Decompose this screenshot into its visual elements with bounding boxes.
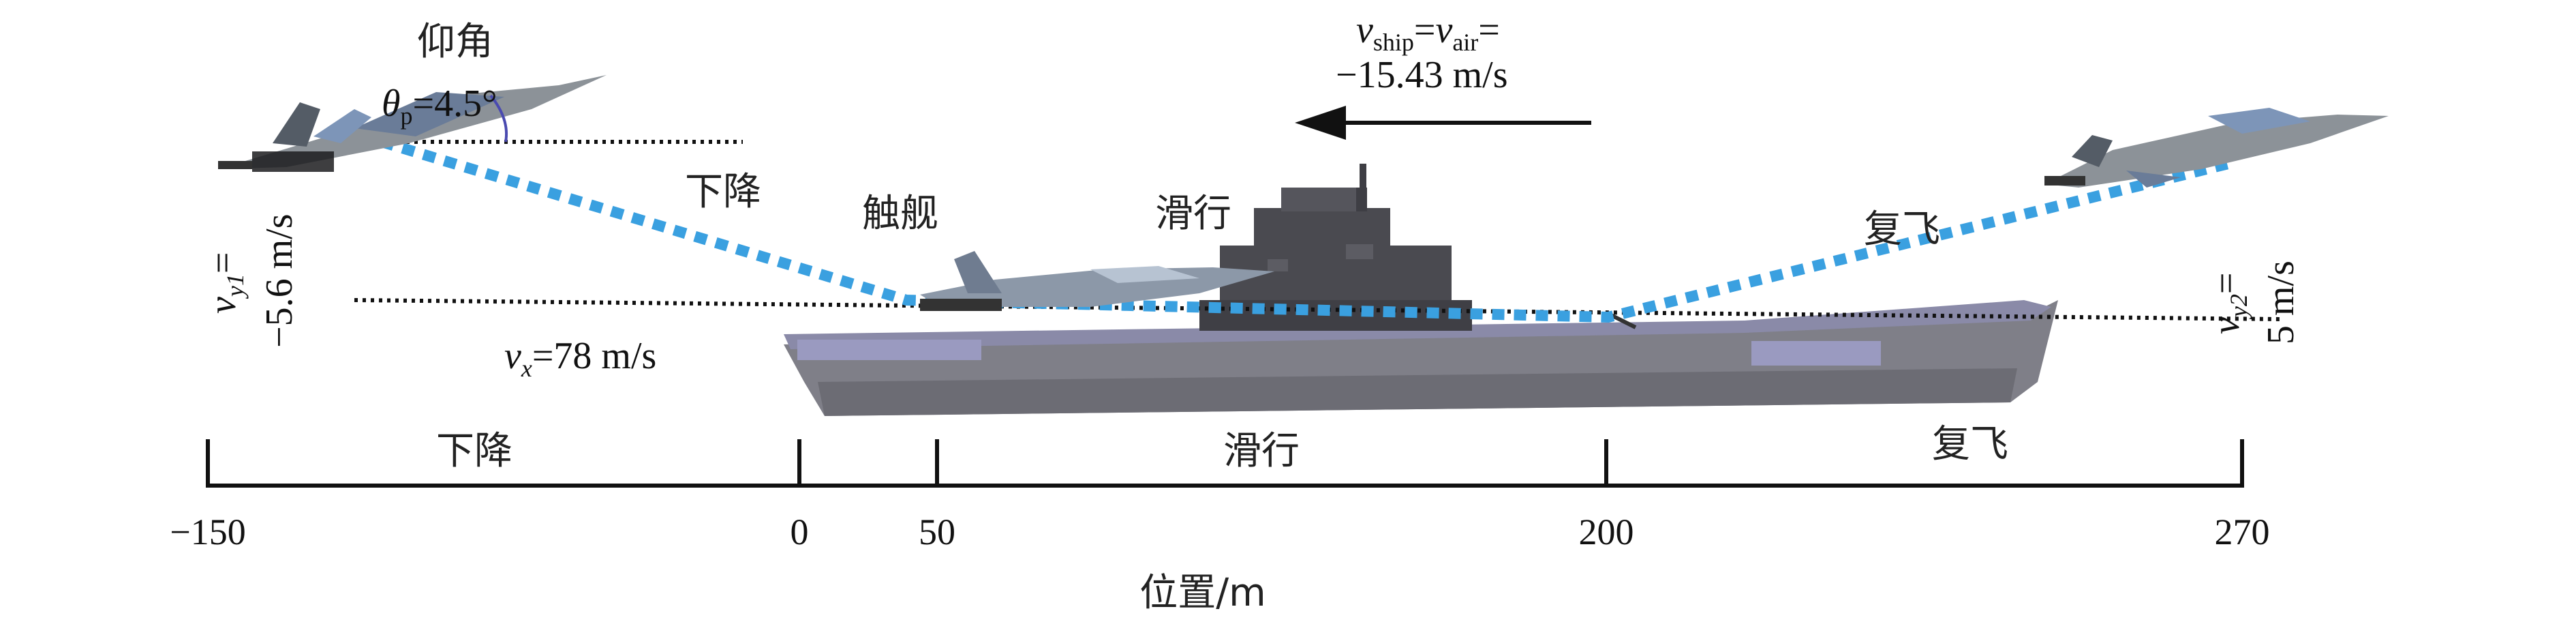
vy2-subscript: y2 xyxy=(2225,294,2252,319)
pitch-angle-label: θp=4.5° xyxy=(382,83,497,130)
vy2-value: 5 m/s xyxy=(2260,261,2302,344)
descent-velocity-value-label: −5.6 m/s xyxy=(258,214,301,349)
axis-segment-descent: 下降 xyxy=(436,429,512,473)
ship-v-symbol: v xyxy=(1356,9,1373,51)
svg-text:vy2=: vy2= xyxy=(2205,273,2252,334)
tick-label: 270 xyxy=(2215,512,2270,552)
ship-equals: = xyxy=(1414,9,1436,51)
tick-label: −150 xyxy=(170,512,245,552)
position-axis: 下降 滑行 复飞 −150 0 50 200 270 位置/m xyxy=(170,422,2269,615)
pitch-subscript: p xyxy=(401,102,413,130)
vx-subscript: x xyxy=(521,355,532,382)
svg-text:vy1=: vy1= xyxy=(202,252,249,314)
pitch-value: =4.5° xyxy=(413,83,497,125)
deck-panel-right xyxy=(1751,341,1881,366)
deck-reference-line xyxy=(354,298,2284,321)
vy1-equals: = xyxy=(202,252,244,274)
jet-touchdown xyxy=(920,251,1274,311)
vy2-equals: = xyxy=(2205,273,2248,295)
vy2-symbol: v xyxy=(2205,317,2248,334)
pitch-angle-title: 仰角 xyxy=(417,20,493,64)
horizontal-velocity-label: vx=78 m/s xyxy=(504,335,656,382)
ship-velocity-arrow xyxy=(1295,106,1591,140)
air-subscript: air xyxy=(1452,29,1478,56)
phase-label-taxi: 滑行 xyxy=(1155,192,1231,236)
ship-air-velocity-line1: vship=vair= xyxy=(1356,9,1500,56)
ship-subscript: ship xyxy=(1373,29,1414,56)
pitch-angle-arc xyxy=(489,94,508,143)
tick-label: 0 xyxy=(791,512,809,552)
axis-segment-go-around: 复飞 xyxy=(1932,422,2008,466)
tick-label: 50 xyxy=(919,512,955,552)
phase-label-go-around: 复飞 xyxy=(1864,207,1940,252)
air-v-symbol: v xyxy=(1435,9,1452,51)
carrier-hull-shade xyxy=(818,368,2017,416)
jet-descending xyxy=(218,75,607,172)
climb-velocity-value-label: 5 m/s xyxy=(2260,261,2302,344)
axis-segment-taxi: 滑行 xyxy=(1223,429,1300,473)
vx-symbol: v xyxy=(504,335,521,377)
phase-label-descent: 下降 xyxy=(685,170,761,214)
pitch-symbol: θ xyxy=(382,83,401,125)
vy1-value: −5.6 m/s xyxy=(258,214,301,349)
jet-go-around xyxy=(2044,108,2389,188)
phase-label-touchdown: 触舰 xyxy=(862,192,938,236)
vx-value: =78 m/s xyxy=(532,335,657,377)
air-equals: = xyxy=(1478,9,1500,51)
axis-title: 位置/m xyxy=(1139,571,1266,615)
descent-velocity-label: vy1= xyxy=(202,252,249,314)
vy1-symbol: v xyxy=(202,297,244,314)
climb-velocity-label: vy2= xyxy=(2205,273,2252,334)
trajectory-path xyxy=(380,136,2230,323)
ship-air-velocity-value: −15.43 m/s xyxy=(1336,54,1508,96)
tick-label: 200 xyxy=(1579,512,1634,552)
deck-panel-left xyxy=(797,340,981,360)
carrier-deck xyxy=(784,300,2051,349)
vy1-subscript: y1 xyxy=(221,273,249,299)
